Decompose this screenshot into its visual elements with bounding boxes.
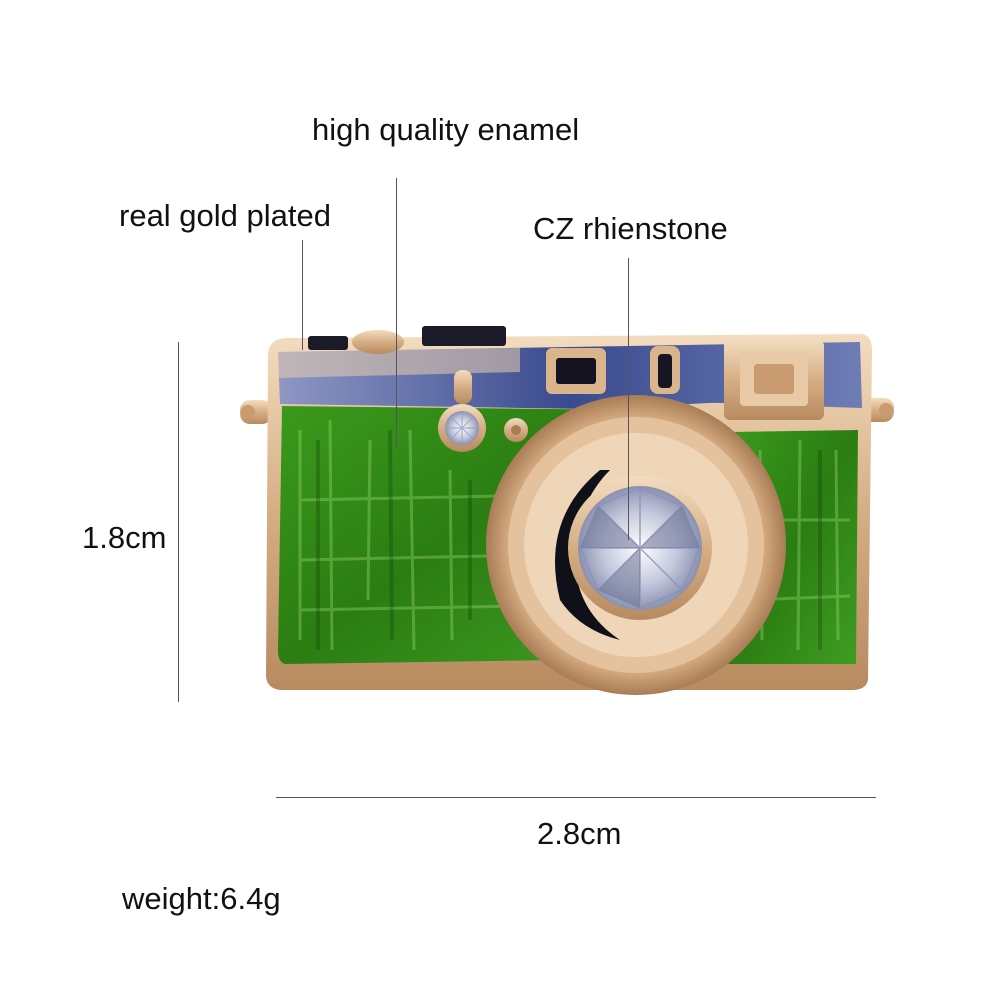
gold-plated-label: real gold plated [119, 198, 331, 233]
hot-shoe [422, 326, 506, 346]
enamel-pointer-line [396, 178, 397, 448]
strap-lug-left [240, 400, 272, 424]
height-label: 1.8cm [82, 520, 167, 555]
gold-pointer-line [302, 240, 303, 350]
green-enamel-left [278, 406, 640, 664]
rhinestone-label: CZ rhienstone [533, 211, 728, 246]
enamel-label: high quality enamel [312, 112, 580, 147]
stone-pointer-line [628, 258, 629, 540]
camera-lens [486, 395, 786, 695]
weight-label: weight:6.4g [122, 881, 281, 916]
width-dimension-line [276, 797, 876, 798]
width-label: 2.8cm [537, 816, 622, 851]
height-dimension-line [178, 342, 179, 702]
shutter-button [352, 330, 404, 354]
